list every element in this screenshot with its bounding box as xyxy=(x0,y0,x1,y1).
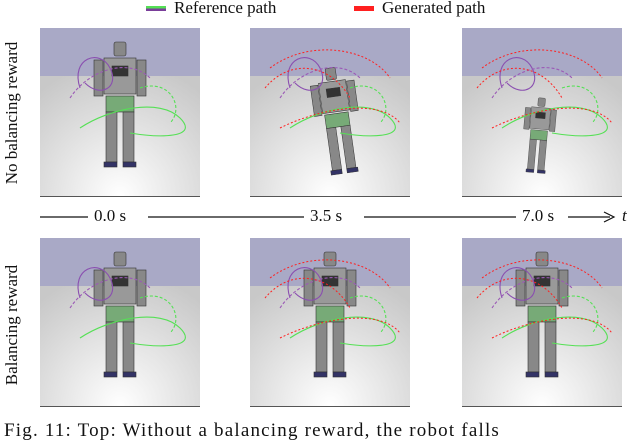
figure-caption: Fig. 11: Top: Without a balancing reward… xyxy=(4,420,501,441)
time-axis-label: t xyxy=(622,206,627,225)
legend: Reference path Generated path xyxy=(0,0,640,22)
sim-frame-r0-c2 xyxy=(462,28,622,197)
time-tick-2: 7.0 s xyxy=(522,206,555,225)
sim-frame-r1-c2 xyxy=(462,238,622,407)
sim-frame-r1-c1 xyxy=(250,238,410,407)
time-tick-0: 0.0 s xyxy=(94,206,127,225)
time-tick-1: 3.5 s xyxy=(310,206,343,225)
sim-render xyxy=(462,238,622,406)
row-label-top: No balancing reward xyxy=(2,41,21,185)
sim-render xyxy=(462,28,622,196)
row-label-bottom: Balancing reward xyxy=(2,264,21,386)
sim-render xyxy=(250,238,410,406)
legend-reference: Reference path xyxy=(146,0,276,18)
sim-frame-r0-c0 xyxy=(40,28,200,197)
legend-reference-label: Reference path xyxy=(174,0,277,17)
sim-frame-r0-c1 xyxy=(250,28,410,197)
timeline: 0.0 s 3.5 s 7.0 s t xyxy=(38,206,638,228)
legend-generated: Generated path xyxy=(354,0,485,18)
reference-swatch xyxy=(146,5,166,11)
generated-swatch xyxy=(354,5,374,11)
sim-render xyxy=(250,28,410,196)
sim-frame-r1-c0 xyxy=(40,238,200,407)
sim-render xyxy=(40,28,200,196)
sim-render xyxy=(40,238,200,406)
legend-generated-label: Generated path xyxy=(382,0,486,17)
